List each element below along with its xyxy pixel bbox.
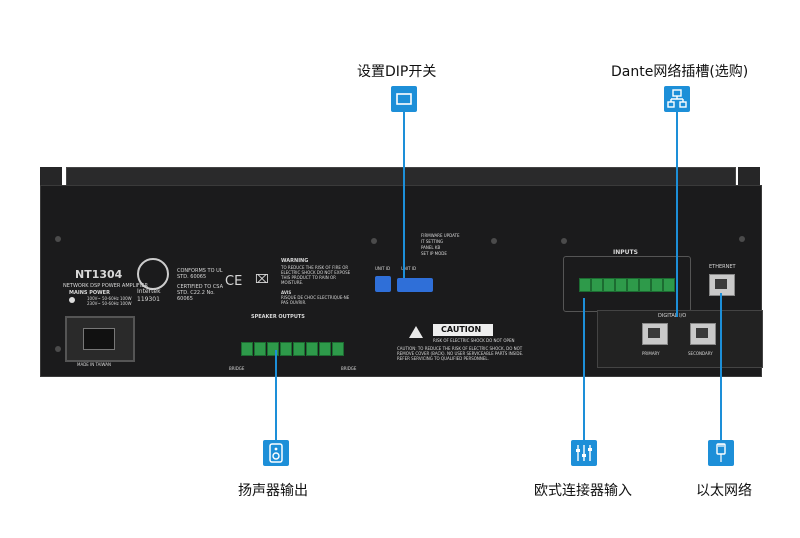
model-subtitle: NETWORK DSP POWER AMPLIFIER	[63, 283, 148, 289]
input-callout-icon	[571, 440, 597, 466]
callout-dante-slot: Dante网络插槽(选购)	[611, 64, 749, 80]
avis-title: AVIS	[281, 290, 292, 295]
power-inlet[interactable]	[65, 316, 135, 362]
dip-label: SET IP MODE	[421, 251, 447, 256]
terminal-pin	[579, 278, 591, 292]
etl-logo-icon	[137, 258, 169, 290]
secondary-label: SECONDARY	[688, 351, 713, 356]
terminal-pin	[639, 278, 651, 292]
rack-ear-right	[738, 167, 760, 189]
mains-spec: 100V~ 50-60Hz 100W 230V~ 50-60Hz 100W	[87, 296, 132, 306]
rotary-switch[interactable]	[375, 276, 391, 292]
power-led-icon	[69, 297, 75, 303]
rack-ear-left	[40, 167, 62, 189]
secondary-port[interactable]	[690, 323, 716, 345]
callout-dip-switch: 设置DIP开关	[357, 64, 437, 80]
certified-text: CERTIFIED TO CSA STD. C22.2 No. 60065	[177, 284, 223, 302]
conforms-text: CONFORMS TO UL STD. 60065	[177, 268, 223, 280]
screw	[491, 238, 497, 244]
model-label: NT1304	[75, 268, 123, 281]
made-in-label: MADE IN TAIWAN	[77, 362, 112, 367]
screw	[55, 236, 61, 242]
screw	[55, 346, 61, 352]
bridge-label-right: BRIDGE	[341, 366, 357, 371]
warning-title: WARNING	[281, 258, 309, 264]
terminal-pin	[591, 278, 603, 292]
caution-title: CAUTION	[441, 325, 482, 334]
callout-euro-input: 欧式连接器输入	[534, 483, 632, 499]
speaker-output-terminal[interactable]	[241, 342, 347, 358]
terminal-pin	[267, 342, 279, 356]
terminal-pin	[280, 342, 292, 356]
device-rear-panel: NT1304 NETWORK DSP POWER AMPLIFIER MAINS…	[40, 185, 763, 377]
terminal-pin	[627, 278, 639, 292]
caution-badge: CAUTION	[433, 324, 493, 336]
screw	[561, 238, 567, 244]
dip-label: FIRMWARE UPDATE	[421, 233, 460, 238]
speaker-callout-icon	[263, 440, 289, 466]
callout-ethernet: 以太网络	[696, 483, 752, 499]
dip-label: PANEL KB	[421, 245, 441, 250]
ethernet-callout-icon	[708, 440, 734, 466]
ethernet-label: ETHERNET	[709, 264, 736, 270]
inputs-label: INPUTS	[610, 249, 641, 256]
callout-speaker-output: 扬声器输出	[238, 483, 308, 499]
unit-id-label-1: UNIT ID	[375, 266, 391, 271]
speaker-leader-line	[275, 350, 277, 440]
dip-leader-line	[403, 112, 405, 278]
avis-text: RISQUE DE CHOC ELECTRIQUE-NE PAS OUVRIR.	[281, 295, 350, 305]
ethernet-port[interactable]	[709, 274, 735, 296]
terminal-pin	[241, 342, 253, 356]
dante-slot: DIGITAL I/O PRIMARY SECONDARY	[597, 310, 763, 368]
primary-label: PRIMARY	[642, 351, 660, 356]
terminal-pin	[254, 342, 266, 356]
caution-text: CAUTION: TO REDUCE THE RISK OF ELECTRIC …	[397, 346, 524, 361]
terminal-pin	[332, 342, 344, 356]
terminal-pin	[293, 342, 305, 356]
dip-switch[interactable]	[397, 278, 433, 292]
bridge-label-left: BRIDGE	[229, 366, 245, 371]
ce-mark-icon: CE	[225, 274, 243, 289]
terminal-pin	[603, 278, 615, 292]
mains-power-label: MAINS POWER	[69, 290, 110, 296]
terminal-pin	[615, 278, 627, 292]
terminal-pin	[663, 278, 675, 292]
shock-warning-icon	[409, 326, 423, 338]
euro-input-terminal[interactable]	[579, 278, 683, 294]
screw	[371, 238, 377, 244]
terminal-pin	[319, 342, 331, 356]
digital-io-label: DIGITAL I/O	[658, 313, 687, 319]
screw	[739, 236, 745, 242]
caution-subtitle: RISK OF ELECTRIC SHOCK DO NOT OPEN	[433, 338, 515, 343]
network-callout-icon	[664, 86, 690, 112]
dip-callout-icon	[391, 86, 417, 112]
dip-labels: FIRMWARE UPDATE IT SETTING PANEL KB SET …	[421, 233, 460, 257]
terminal-pin	[306, 342, 318, 356]
primary-port[interactable]	[642, 323, 668, 345]
warning-text: TO REDUCE THE RISK OF FIRE OR ELECTRIC S…	[281, 265, 351, 285]
terminal-pin	[651, 278, 663, 292]
speaker-outputs-label: SPEAKER OUTPUTS	[251, 314, 305, 320]
iec-socket-icon	[83, 328, 115, 350]
weee-bin-icon: ⌧	[255, 272, 269, 286]
dante-leader-line	[676, 112, 678, 317]
unit-id-label-2: UNIT ID	[401, 266, 417, 271]
input-leader-line	[583, 298, 585, 440]
ethernet-leader-line	[720, 293, 722, 440]
dip-label: IT SETTING	[421, 239, 444, 244]
intertek-number: 119301	[137, 296, 160, 303]
intertek-label: Intertek	[137, 288, 161, 295]
